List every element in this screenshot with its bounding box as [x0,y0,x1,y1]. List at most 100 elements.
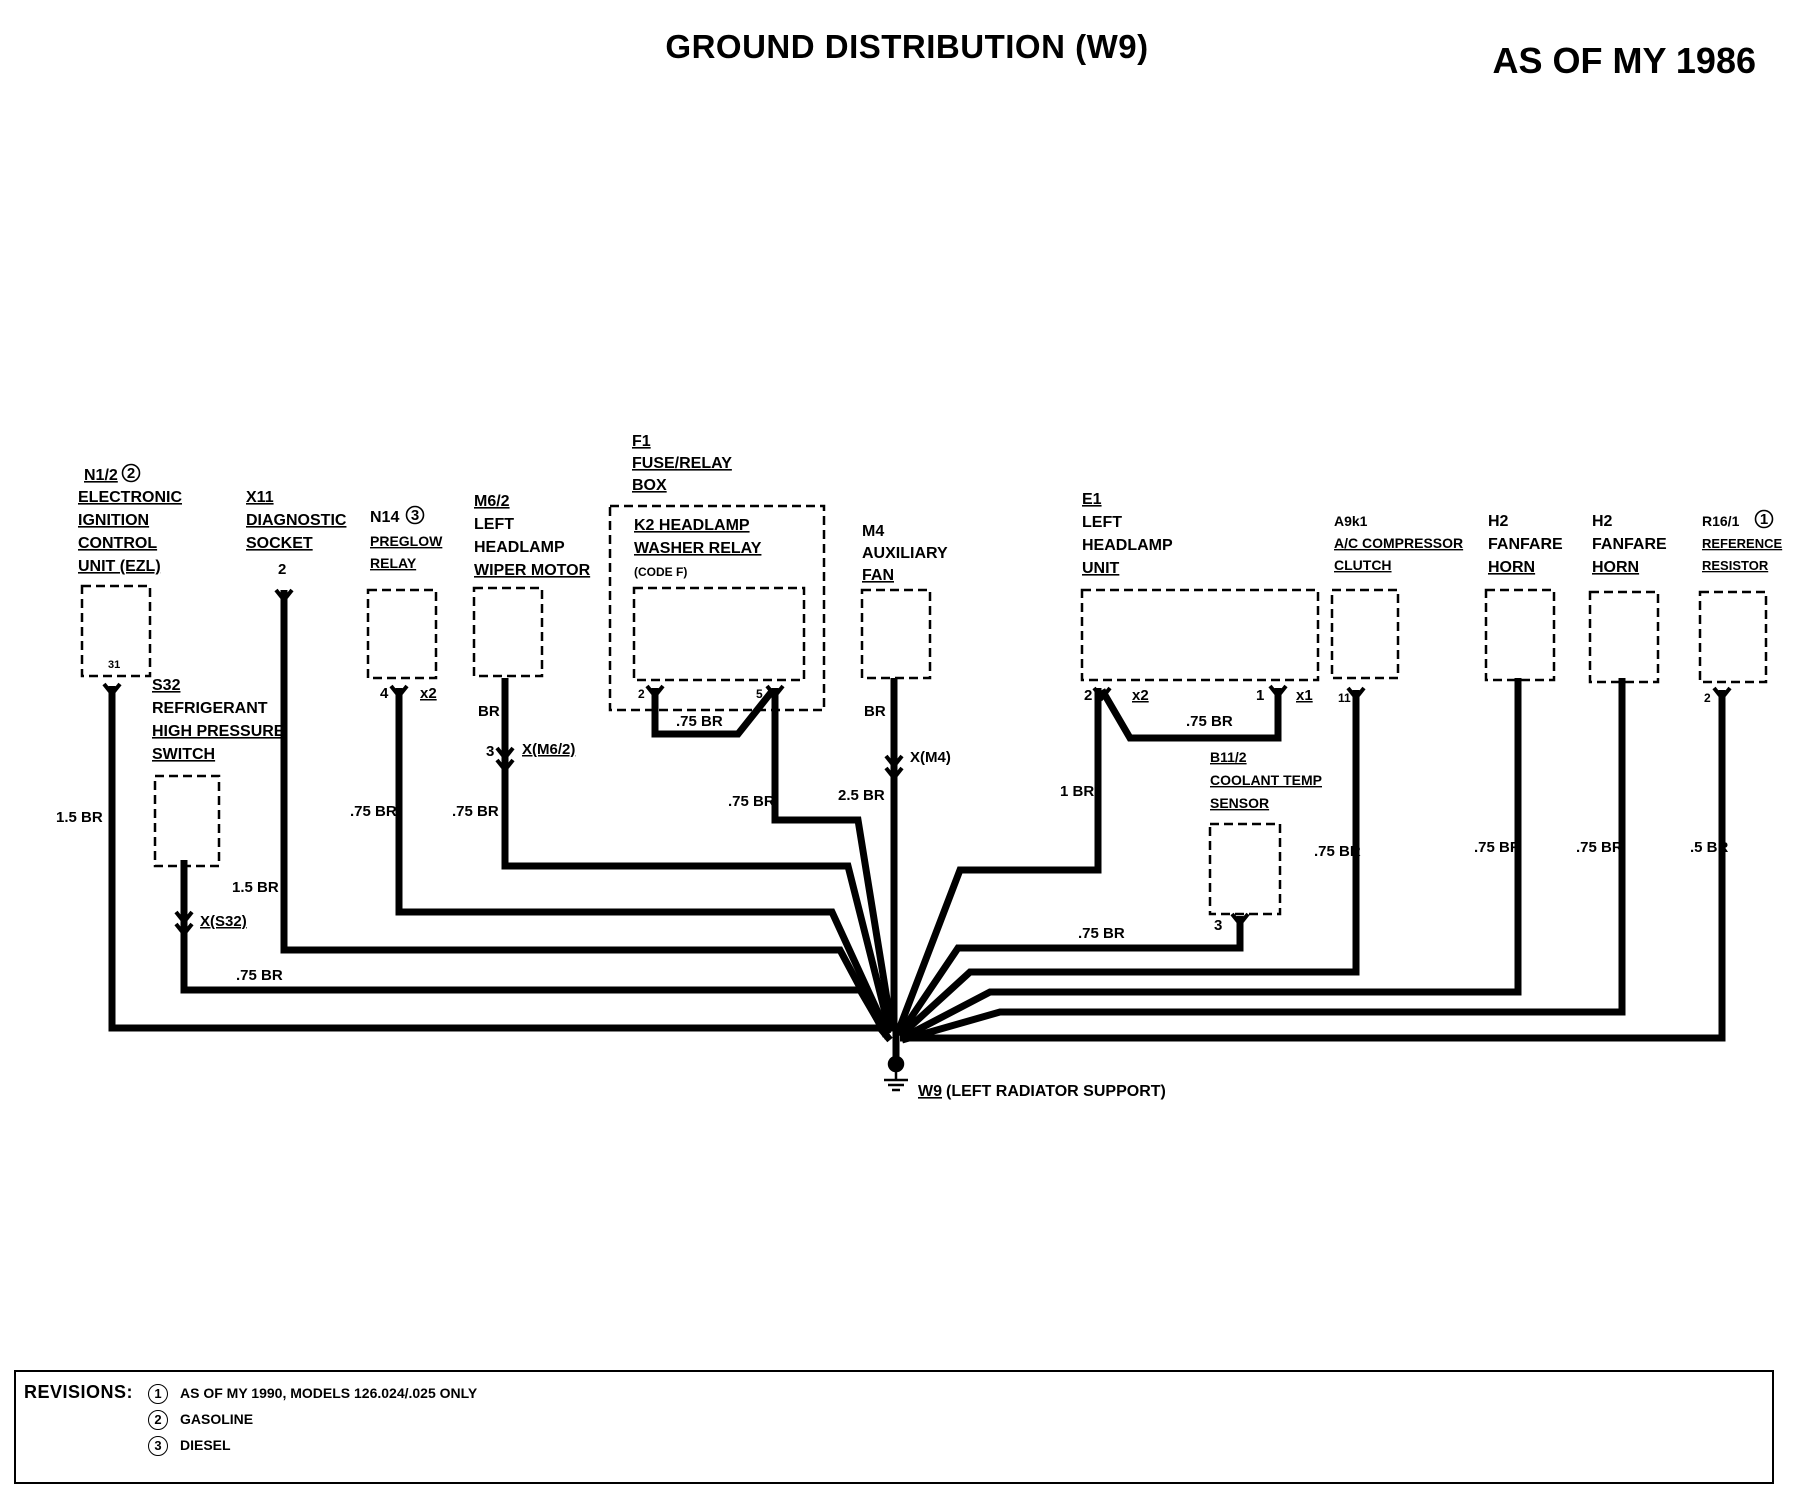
conn-mark-xs32-a [174,910,194,926]
h2b-line-1: FANFARE [1592,536,1667,553]
wire-label-h2b: .75 BR [1576,839,1623,856]
page-title: GROUND DISTRIBUTION (W9) [665,28,1149,65]
wire-label-m4-top: BR [864,703,886,720]
code-n14: N14 [370,509,399,526]
pin-e1-left: 2 [1084,687,1092,704]
conn-mark-xs32-b [174,922,194,938]
pin-n12: 31 [108,659,120,671]
wire-label-e1-bridge: .75 BR [1186,713,1233,730]
code-x11: X11 [246,489,274,506]
wire-label-s32: .75 BR [236,967,283,984]
box-e1 [1080,588,1320,682]
f1-line-2: BOX [632,477,667,494]
conn-mark-k2-right [765,684,785,700]
revision-text-1: AS OF MY 1990, MODELS 126.024/.025 ONLY [180,1385,478,1401]
conn-mark-b112 [1230,912,1250,928]
r161-line-1: REFERENCE [1702,536,1783,551]
wire-label-b112: .75 BR [1078,925,1125,942]
component-r161: R16/1 1 REFERENCE RESISTOR 2 [1702,509,1783,705]
box-h2b [1588,590,1660,684]
pin-r161: 2 [1704,691,1711,705]
n12-line-1: ELECTRONIC [78,489,182,506]
code-h2a: H2 [1488,513,1509,530]
wire-label-x11: 1.5 BR [232,879,279,896]
pin-x11: 2 [278,561,286,578]
conn-mark-xm4-a [884,754,904,770]
pin-xm62: 3 [486,743,494,760]
wire-b112 [897,916,1244,1036]
revision-mark-2: 2 [148,1410,168,1430]
n14-line-2: RELAY [370,555,417,571]
h2a-line-2: HORN [1488,559,1535,576]
wire-e1-bridge [1098,688,1282,742]
wire-r161 [900,690,1726,1042]
n14-line-1: PREGLOW [370,533,443,549]
h2b-line-2: HORN [1592,559,1639,576]
wire-e1 [894,688,1102,1034]
revision-text-3: DIESEL [180,1437,231,1453]
box-m62 [472,586,544,678]
conn-n14: x2 [420,685,437,702]
h2a-line-1: FANFARE [1488,536,1563,553]
wire-label-h2a: .75 BR [1474,839,1521,856]
component-m62: M6/2 LEFT HEADLAMP WIPER MOTOR [474,493,591,579]
component-b112: B11/2 COOLANT TEMP SENSOR 3 [1210,749,1322,934]
conn-mark-r161 [1712,686,1732,702]
component-f1: F1 FUSE/RELAY BOX K2 HEADLAMP WASHER REL… [632,433,763,701]
f1-line-1: FUSE/RELAY [632,455,732,472]
wire-harness [108,590,1726,1058]
revisions-heading: REVISIONS: [24,1382,134,1402]
conn-mark-n12 [102,682,122,698]
wire-label-m62: .75 BR [452,803,499,820]
code-e1: E1 [1082,491,1102,508]
component-m4: M4 AUXILIARY FAN [862,523,948,584]
m62-line-3: WIPER MOTOR [474,562,591,579]
m4-line-1: AUXILIARY [862,545,948,562]
conn-mark-x11 [274,588,294,604]
e1-line-2: HEADLAMP [1082,537,1173,554]
code-b112: B11/2 [1210,749,1247,765]
pin-a9k1: 11 [1338,691,1351,705]
box-m4 [860,588,932,680]
code-h2b: H2 [1592,513,1613,530]
revision-item-3: 3 DIESEL [148,1436,231,1456]
r161-line-2: RESISTOR [1702,558,1769,573]
ground-code: W9 [918,1083,942,1100]
component-h2a: H2 FANFARE HORN [1488,513,1563,576]
conn-mark-a9k1 [1346,686,1366,702]
s32-line-2: HIGH PRESSURE [152,723,285,740]
component-e1: E1 LEFT HEADLAMP UNIT 2 x2 1 x1 [1082,491,1313,704]
conn-mark-xm4-b [884,766,904,782]
k2-line-3: (CODE F) [634,565,687,579]
wire-label-k2: .75 BR [728,793,775,810]
x11-line-2: SOCKET [246,535,313,552]
component-n12: N1/2 2 ELECTRONIC IGNITION CONTROL UNIT … [78,463,182,671]
n12-line-3: CONTROL [78,535,157,552]
s32-line-1: REFRIGERANT [152,700,268,717]
box-f1 [608,504,826,712]
k2-line-2: WASHER RELAY [634,540,762,557]
m4-line-2: FAN [862,567,894,584]
revision-mark-3: 3 [148,1436,168,1456]
box-r161 [1698,590,1768,684]
wire-a9k1 [897,690,1360,1039]
code-r161: R16/1 [1702,513,1740,529]
code-a9k1: A9k1 [1334,513,1368,529]
pin-b112: 3 [1214,917,1222,934]
code-m4: M4 [862,523,884,540]
wire-label-n14: .75 BR [350,803,397,820]
conn-mark-n14 [389,684,409,700]
code-s32: S32 [152,677,181,694]
box-b112 [1208,822,1282,916]
wire-n14 [395,688,892,1036]
n12-line-2: IGNITION [78,512,149,529]
mark-n12: 2 [127,465,135,482]
wire-label-k2-bridge: .75 BR [676,713,723,730]
conn-mark-k2-left [645,684,665,700]
conn-e1-left: x2 [1132,687,1149,704]
m62-line-1: LEFT [474,516,514,533]
ground-label: (LEFT RADIATOR SUPPORT) [946,1083,1166,1100]
